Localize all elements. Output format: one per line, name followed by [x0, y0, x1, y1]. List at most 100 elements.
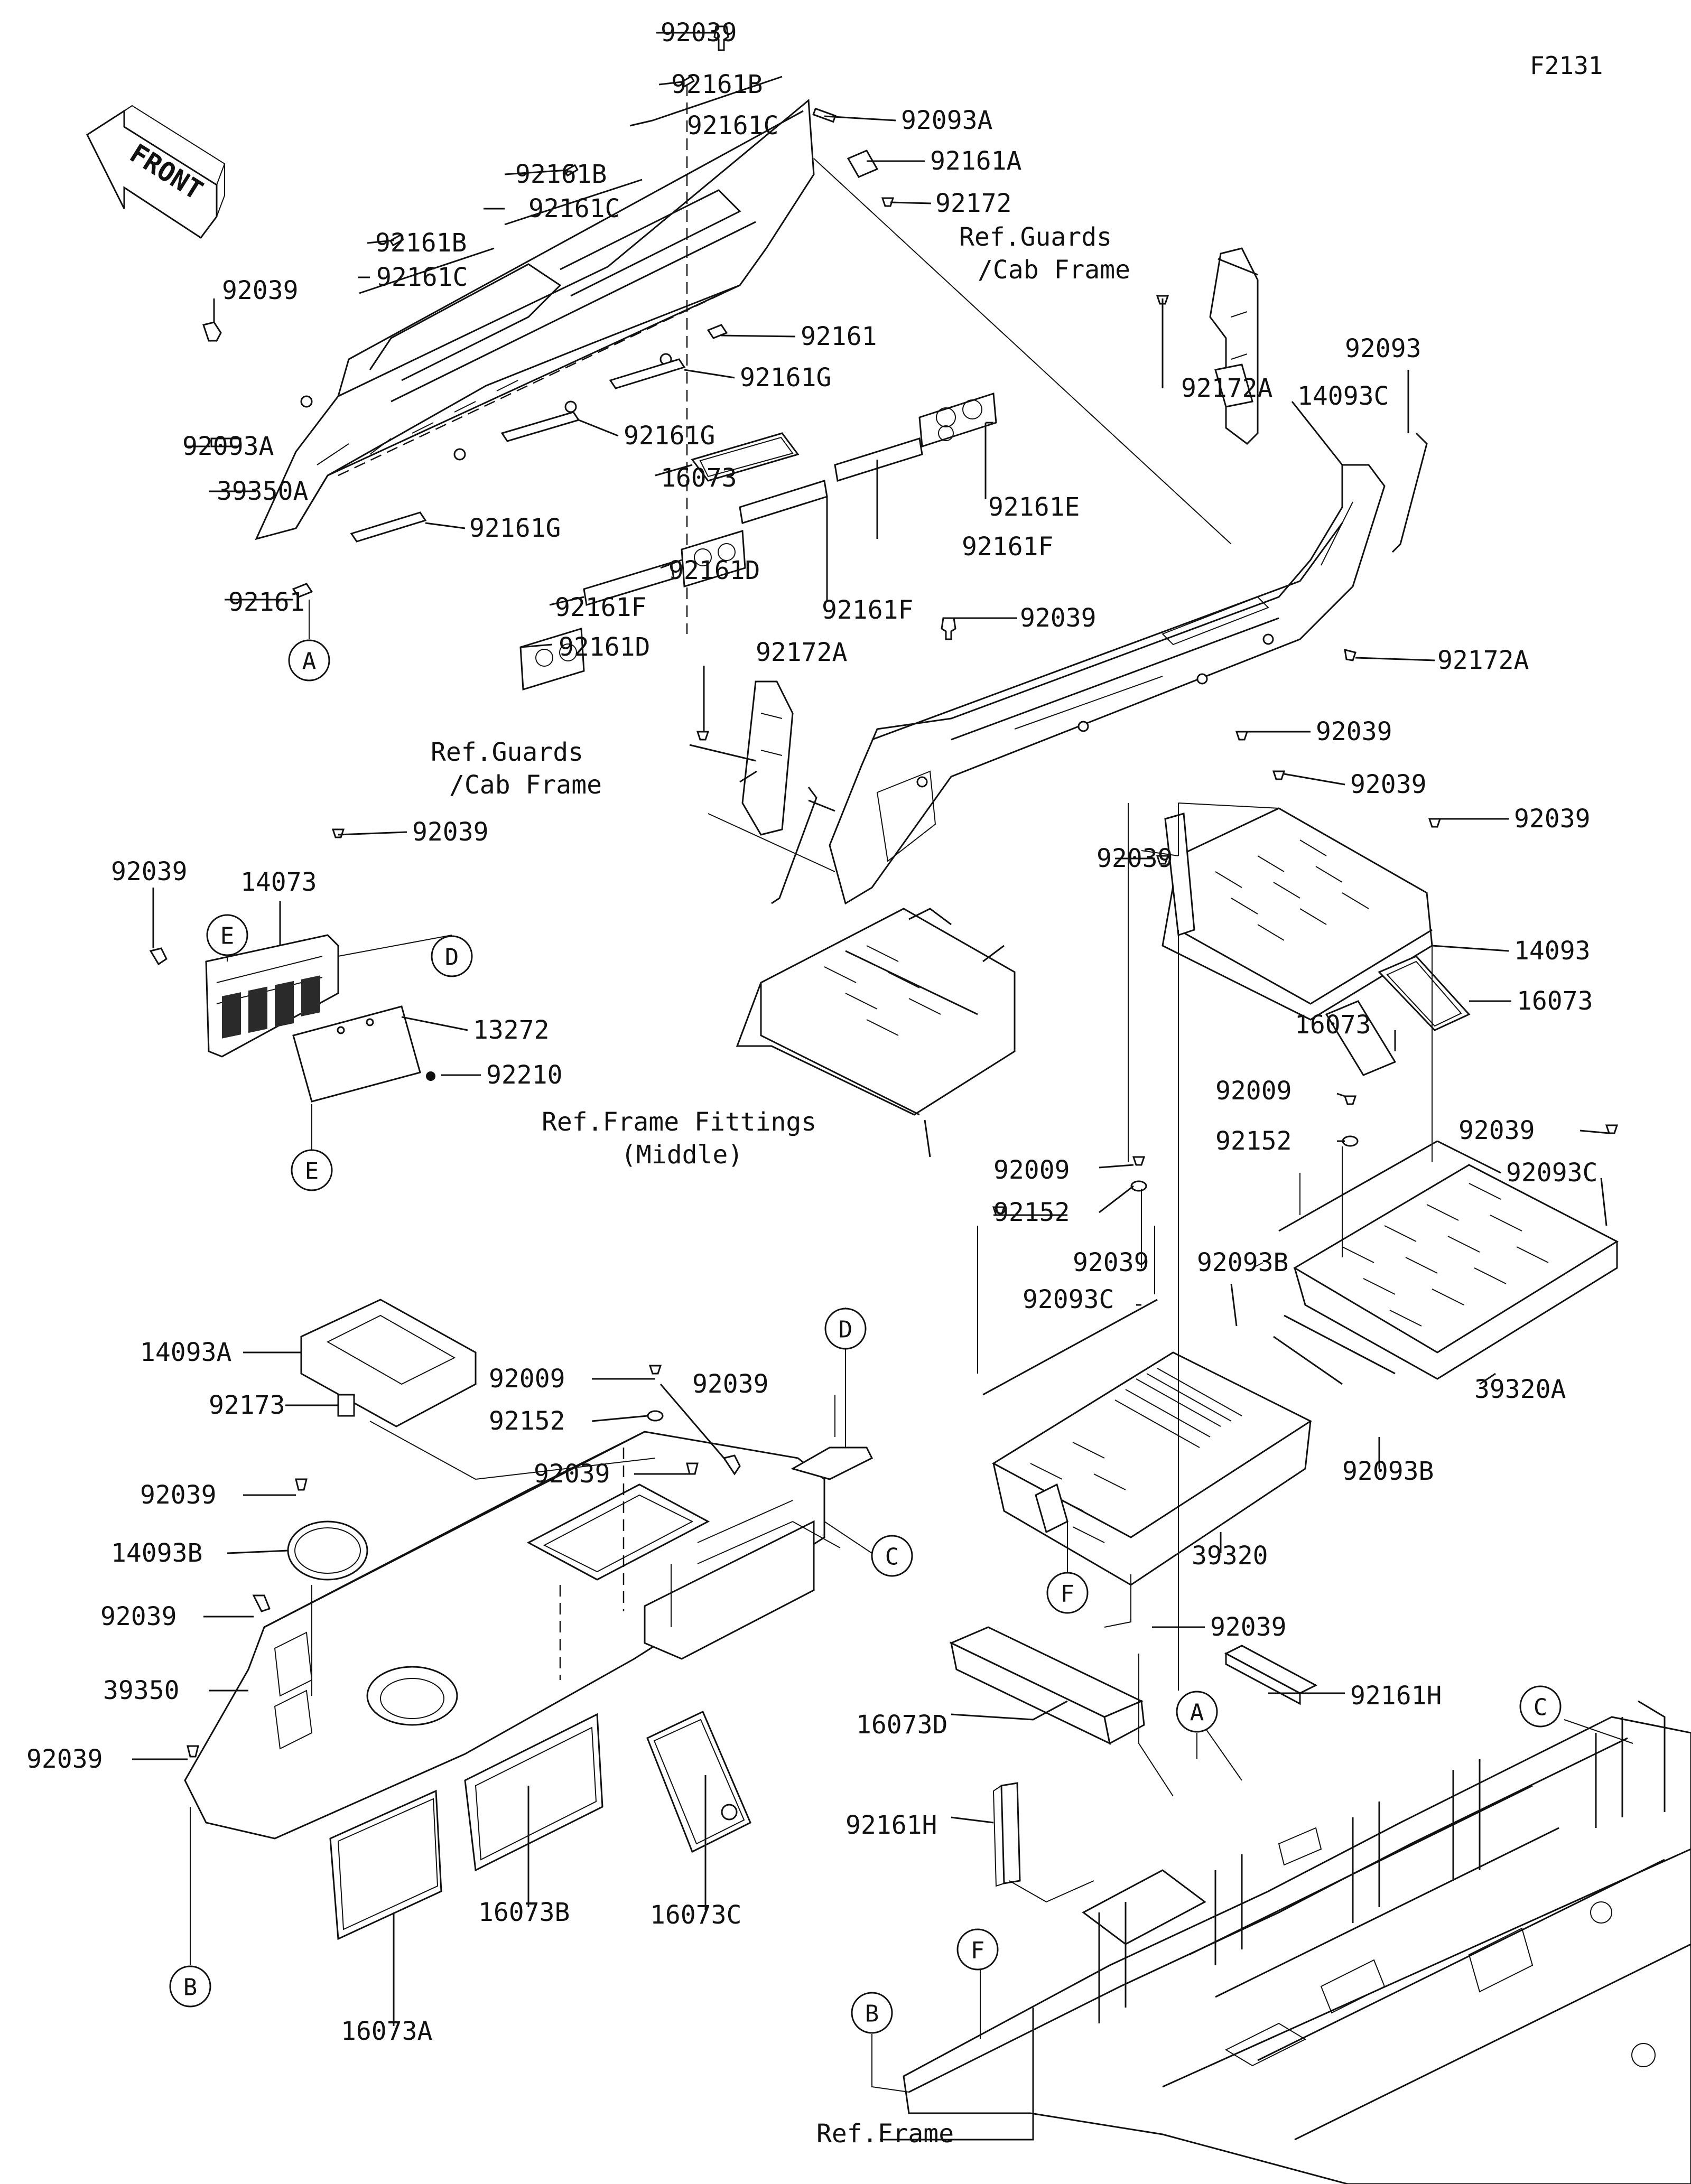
part-label-92009: 92009 — [993, 1155, 1070, 1185]
part-label-92161: 92161 — [801, 322, 877, 351]
strips-92093bc — [982, 1140, 1438, 1396]
part-label-92039: 92039 — [222, 276, 299, 305]
callout-circle-shape — [288, 639, 330, 682]
part-label-92161c: 92161C — [687, 111, 778, 141]
ref-label-line: /Cab Frame — [449, 770, 602, 800]
part-label-92009: 92009 — [1215, 1076, 1292, 1106]
ref-label-line: Ref.Frame — [816, 2119, 954, 2149]
part-label-92152: 92152 — [1215, 1126, 1292, 1156]
side-panel-39350a — [255, 85, 815, 634]
part-label-92172a: 92172A — [1181, 374, 1272, 403]
part-label-16073: 16073 — [1295, 1010, 1371, 1040]
part-label-92093c: 92093C — [1023, 1285, 1114, 1314]
part-label-14073: 14073 — [240, 867, 317, 897]
callout-circle-shape — [851, 1992, 893, 2034]
part-label-92161a: 92161A — [930, 146, 1021, 176]
foam-16073-upper — [691, 432, 800, 482]
callout-f: F — [956, 1928, 999, 1971]
part-label-92161d: 92161D — [559, 632, 650, 662]
pads-92161-def — [519, 392, 997, 690]
part-label-92161f: 92161F — [822, 595, 913, 625]
callout-b: B — [169, 1965, 211, 2008]
callout-circle-shape — [1519, 1685, 1562, 1728]
part-label-39320a: 39320A — [1474, 1375, 1566, 1404]
part-label-92161: 92161 — [228, 587, 305, 617]
callout-circle-shape — [871, 1535, 913, 1577]
part-label-92039: 92039 — [1073, 1248, 1149, 1277]
part-label-92161c: 92161C — [376, 263, 468, 292]
part-label-92039: 92039 — [100, 1602, 177, 1631]
part-label-14093: 14093 — [1514, 936, 1591, 966]
foam-blocks-92161h — [992, 1645, 1318, 1887]
floor-panel-39320a — [1293, 1164, 1619, 1380]
part-label-92039: 92039 — [534, 1459, 610, 1489]
floor-panel-39320 — [992, 1351, 1313, 1586]
callout-b: B — [851, 1992, 893, 2034]
part-label-13272: 13272 — [473, 1015, 550, 1045]
callout-circle-shape — [1046, 1572, 1089, 1614]
part-label-92172: 92172 — [935, 189, 1012, 218]
part-label-92009: 92009 — [489, 1364, 565, 1394]
cover-16073d — [949, 1626, 1145, 1745]
part-label-14093a: 14093A — [140, 1338, 231, 1367]
part-label-92039: 92039 — [1350, 770, 1427, 799]
callout-letter: F — [971, 1937, 985, 1964]
callout-d: D — [431, 935, 473, 977]
part-label-16073: 16073 — [1517, 986, 1593, 1016]
part-label-92152: 92152 — [993, 1198, 1070, 1227]
fasteners-lower — [149, 731, 1619, 1758]
battery-box-14073 — [205, 934, 339, 1058]
callout-circle-shape — [291, 1149, 333, 1191]
part-label-92039: 92039 — [26, 1744, 103, 1774]
part-label-16073d: 16073D — [856, 1710, 947, 1740]
part-label-39350a: 39350A — [217, 477, 308, 506]
mats-16073abc — [329, 1710, 751, 1940]
part-label-92093b: 92093B — [1342, 1457, 1434, 1486]
side-panel-39350 — [184, 1431, 874, 1840]
side-panel-14093c — [829, 464, 1386, 905]
callout-letter: B — [183, 1974, 198, 2001]
foam-16073-right — [1325, 955, 1471, 1076]
part-label-16073c: 16073C — [650, 1900, 741, 1930]
part-label-92093b: 92093B — [1197, 1248, 1288, 1277]
tray-14093a — [300, 1299, 477, 1427]
callout-letter: B — [865, 2001, 879, 2028]
strips-92161-group — [210, 75, 879, 598]
part-label-92172a: 92172A — [756, 638, 847, 667]
main-frame — [903, 1700, 1691, 2184]
part-label-92039: 92039 — [1458, 1116, 1535, 1145]
part-label-92161b: 92161B — [515, 160, 607, 189]
part-label-16073b: 16073B — [478, 1898, 570, 1927]
part-label-92161b: 92161B — [375, 228, 467, 258]
part-label-16073: 16073 — [661, 463, 737, 493]
part-label-92039: 92039 — [1020, 603, 1097, 633]
part-label-92039: 92039 — [1514, 804, 1591, 834]
callout-letter: C — [1534, 1694, 1548, 1721]
part-label-92161e: 92161E — [988, 492, 1080, 522]
part-label-92152: 92152 — [489, 1406, 565, 1436]
callout-circle-shape — [431, 935, 473, 977]
callout-e: E — [206, 914, 248, 956]
callout-letter: E — [220, 923, 235, 950]
front-arrow-icon: FRONT — [86, 105, 226, 239]
part-label-92161g: 92161G — [624, 421, 715, 451]
callout-a: A — [288, 639, 330, 682]
plate-13272 — [292, 1005, 435, 1103]
ref-label-line: Ref.Guards — [431, 738, 583, 767]
leader-lines — [132, 32, 1610, 2141]
seal-ring-14093b — [287, 1520, 368, 1581]
callout-f: F — [1046, 1572, 1089, 1614]
part-label-92161c: 92161C — [528, 194, 620, 223]
callout-letter: A — [302, 648, 317, 675]
callout-letter: A — [1190, 1700, 1204, 1726]
callout-circle-shape — [206, 914, 248, 956]
callout-letter: C — [885, 1544, 899, 1571]
ref-label-line: Ref.Guards — [959, 222, 1112, 252]
part-label-92039: 92039 — [692, 1369, 769, 1399]
rods-92093 — [771, 432, 1428, 904]
fasteners-upper — [202, 25, 1356, 741]
part-label-92093a: 92093A — [901, 106, 992, 135]
